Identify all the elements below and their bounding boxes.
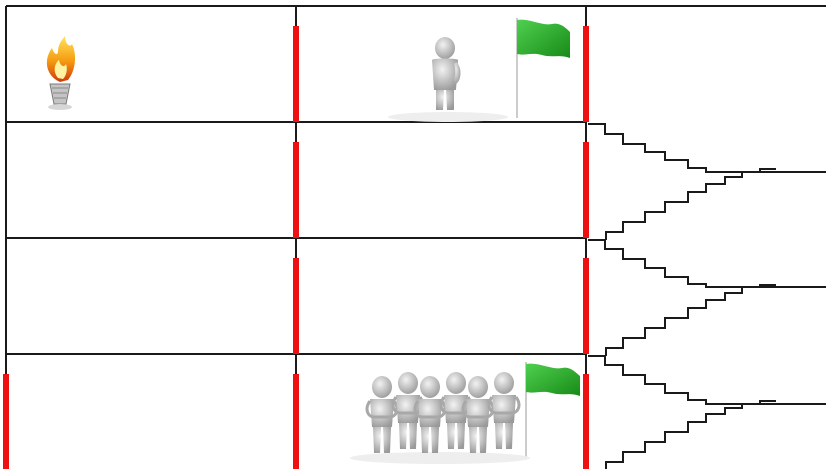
red-marker xyxy=(293,142,299,238)
flag-icon xyxy=(526,362,580,458)
red-marker xyxy=(583,374,589,469)
red-marker xyxy=(293,374,299,469)
bracket-connectors xyxy=(588,124,826,469)
team-figure xyxy=(393,372,423,449)
torch-basket xyxy=(50,84,70,104)
team-with-flag-icon xyxy=(350,362,580,464)
team-figure xyxy=(367,376,397,453)
stair-connector xyxy=(606,401,776,469)
red-marker xyxy=(293,258,299,354)
red-marker xyxy=(293,26,299,122)
flag-icon xyxy=(517,18,570,118)
stair-connector xyxy=(588,124,826,172)
team-figure xyxy=(441,372,471,449)
team-figure xyxy=(489,372,519,449)
red-marker xyxy=(583,142,589,238)
team-figures xyxy=(367,372,519,453)
stair-connector xyxy=(606,169,776,240)
torch-icon xyxy=(47,36,75,110)
red-marker xyxy=(583,26,589,122)
stair-connector xyxy=(588,240,826,287)
team-figure xyxy=(415,376,445,453)
team-figure xyxy=(463,376,493,453)
red-marker xyxy=(3,374,9,469)
stair-connector xyxy=(588,356,826,404)
red-marker xyxy=(583,258,589,354)
figure-with-flag-icon xyxy=(388,18,570,122)
stair-connector xyxy=(606,285,776,356)
